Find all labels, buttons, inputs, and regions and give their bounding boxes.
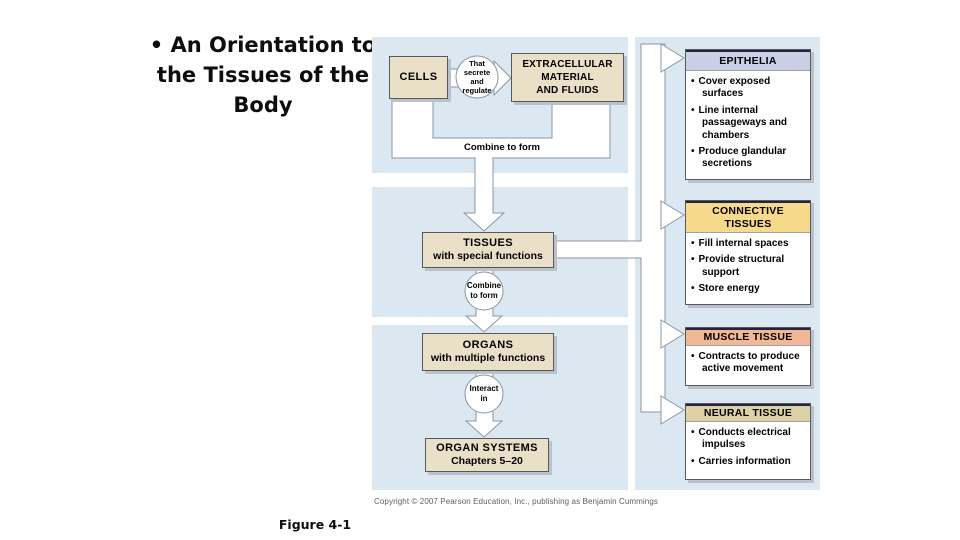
epithelia-bullets: •Cover exposed surfaces •Line internal p…	[686, 71, 810, 179]
combine-circle	[464, 271, 504, 311]
secrete-circle	[455, 55, 499, 99]
list-item: •Conducts electrical impulses	[691, 427, 791, 451]
epithelia-box: EPITHELIA •Cover exposed surfaces •Line …	[685, 49, 811, 180]
neural-tissue-box: NEURAL TISSUE •Conducts electrical impul…	[685, 403, 811, 480]
list-item: •Line internal passageways and chambers	[691, 104, 788, 141]
title-line: Body	[233, 93, 293, 117]
list-item: •Produce glandular secretions	[691, 146, 787, 170]
list-item: •Store energy	[691, 283, 760, 295]
muscle-header: MUSCLE TISSUE	[686, 328, 810, 346]
tissue-orientation-diagram: CELLS That secrete and regulate EXTRACEL…	[372, 33, 820, 513]
list-item: •Provide structural support	[691, 254, 785, 278]
secrete-circle-label: That secrete and regulate	[462, 59, 492, 95]
interact-circle-label: Interact in	[469, 384, 499, 403]
list-item: •Carries information	[691, 455, 791, 467]
neural-header: NEURAL TISSUE	[686, 404, 810, 422]
combine-bracket-arrow-down-icon	[391, 97, 611, 232]
cells-box: CELLS	[389, 56, 448, 99]
epithelia-header: EPITHELIA	[686, 50, 810, 71]
organs-box: ORGANS with multiple functions	[422, 333, 554, 371]
combine-circle-label: Combine to form	[466, 281, 502, 300]
title-line: • An Orientation to	[149, 33, 377, 57]
copyright-notice: Copyright © 2007 Pearson Education, Inc.…	[374, 497, 659, 506]
arrow-right-icon	[660, 200, 685, 230]
page-title: • An Orientation to the Tissues of the B…	[118, 30, 408, 120]
tissues-box: TISSUES with special functions	[422, 232, 554, 268]
cells-label: CELLS	[399, 71, 438, 83]
muscle-bullets: •Contracts to produce active movement	[686, 346, 810, 385]
arrow-right-icon	[660, 319, 685, 349]
connective-tissues-box: CONNECTIVE TISSUES •Fill internal spaces…	[685, 200, 811, 305]
title-line: the Tissues of the	[156, 63, 370, 87]
list-item: •Cover exposed surfaces	[691, 76, 771, 100]
arrow-right-icon	[660, 395, 685, 425]
list-item: •Fill internal spaces	[691, 238, 789, 249]
interact-circle	[464, 374, 504, 414]
organ-systems-box: ORGAN SYSTEMS Chapters 5–20	[425, 438, 549, 472]
connective-bullets: •Fill internal spaces •Provide structura…	[686, 233, 810, 304]
combine-to-form-label: Combine to form	[464, 142, 540, 153]
list-item: •Contracts to produce active movement	[691, 351, 800, 375]
arrow-right-icon	[660, 43, 685, 73]
connective-header: CONNECTIVE TISSUES	[686, 201, 810, 233]
muscle-tissue-box: MUSCLE TISSUE •Contracts to produce acti…	[685, 327, 811, 386]
neural-bullets: •Conducts electrical impulses •Carries i…	[686, 422, 810, 479]
trunk-connector	[553, 43, 666, 413]
extracellular-box: EXTRACELLULAR MATERIAL AND FLUIDS	[511, 53, 624, 102]
figure-number: Figure 4-1	[278, 517, 352, 532]
